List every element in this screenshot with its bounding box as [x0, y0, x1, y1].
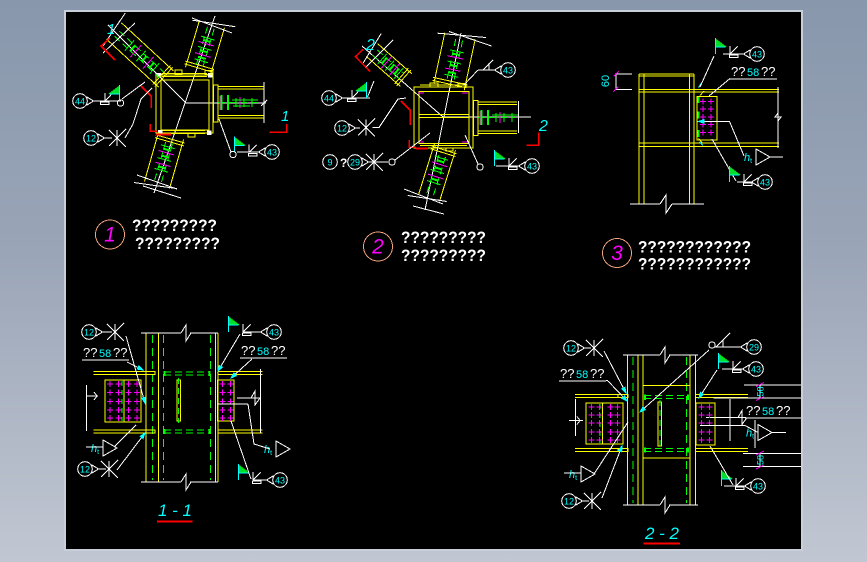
svg-text:??: ??	[761, 64, 775, 79]
svg-text:?????????: ?????????	[135, 234, 220, 253]
svg-text:58: 58	[257, 346, 269, 358]
svg-text:12: 12	[337, 123, 347, 133]
svg-text:??: ??	[271, 343, 285, 358]
svg-text:?????????: ?????????	[401, 246, 486, 265]
svg-text:12: 12	[86, 133, 96, 143]
svg-text:12: 12	[566, 343, 576, 353]
svg-text:??: ??	[560, 366, 574, 381]
svg-text:2: 2	[365, 37, 375, 54]
svg-text:??: ??	[731, 64, 745, 79]
svg-text:ht: ht	[744, 152, 752, 165]
svg-text:58: 58	[576, 369, 588, 381]
svg-text:1: 1	[104, 224, 116, 247]
svg-text:12: 12	[80, 464, 90, 474]
svg-text:2: 2	[538, 118, 548, 135]
svg-text:??: ??	[113, 345, 127, 360]
svg-text:?: ?	[340, 156, 347, 170]
svg-text:ht: ht	[91, 443, 99, 456]
svg-text:43: 43	[753, 481, 763, 491]
svg-text:??: ??	[590, 366, 604, 381]
svg-text:9: 9	[327, 157, 332, 167]
svg-text:1 - 1: 1 - 1	[158, 501, 192, 520]
svg-text:29: 29	[350, 157, 360, 167]
svg-text:43: 43	[267, 147, 277, 157]
svg-text:60: 60	[600, 75, 612, 87]
svg-text:??: ??	[776, 403, 790, 418]
svg-text:3: 3	[611, 242, 623, 265]
svg-text:????????????: ????????????	[638, 238, 751, 257]
svg-text:43: 43	[527, 161, 537, 171]
svg-text:43: 43	[752, 49, 762, 59]
svg-text:58: 58	[747, 67, 759, 79]
svg-text:?????????: ?????????	[401, 228, 486, 247]
svg-text:????????????: ????????????	[638, 255, 751, 274]
svg-text:??: ??	[241, 343, 255, 358]
svg-text:ht: ht	[746, 428, 754, 441]
svg-text:43: 43	[503, 65, 513, 75]
svg-text:ht: ht	[569, 469, 577, 482]
svg-text:2 - 2: 2 - 2	[644, 524, 680, 543]
svg-text:29: 29	[749, 342, 759, 352]
svg-text:?????????: ?????????	[132, 216, 217, 235]
svg-text:58: 58	[756, 455, 766, 465]
svg-text:58: 58	[756, 386, 766, 396]
svg-text:58: 58	[762, 406, 774, 418]
svg-text:12: 12	[564, 496, 574, 506]
svg-text:ht: ht	[264, 444, 272, 457]
svg-text:43: 43	[760, 177, 770, 187]
svg-text:43: 43	[269, 327, 279, 337]
svg-text:44: 44	[324, 93, 334, 103]
svg-text:2: 2	[371, 236, 384, 259]
svg-text:1: 1	[281, 108, 289, 125]
svg-text:1: 1	[107, 21, 115, 38]
svg-text:44: 44	[75, 96, 85, 106]
svg-text:??: ??	[83, 345, 97, 360]
svg-text:43: 43	[751, 364, 761, 374]
svg-text:43: 43	[275, 475, 285, 485]
svg-text:??: ??	[746, 403, 760, 418]
svg-text:12: 12	[84, 327, 94, 337]
svg-text:58: 58	[99, 348, 111, 360]
